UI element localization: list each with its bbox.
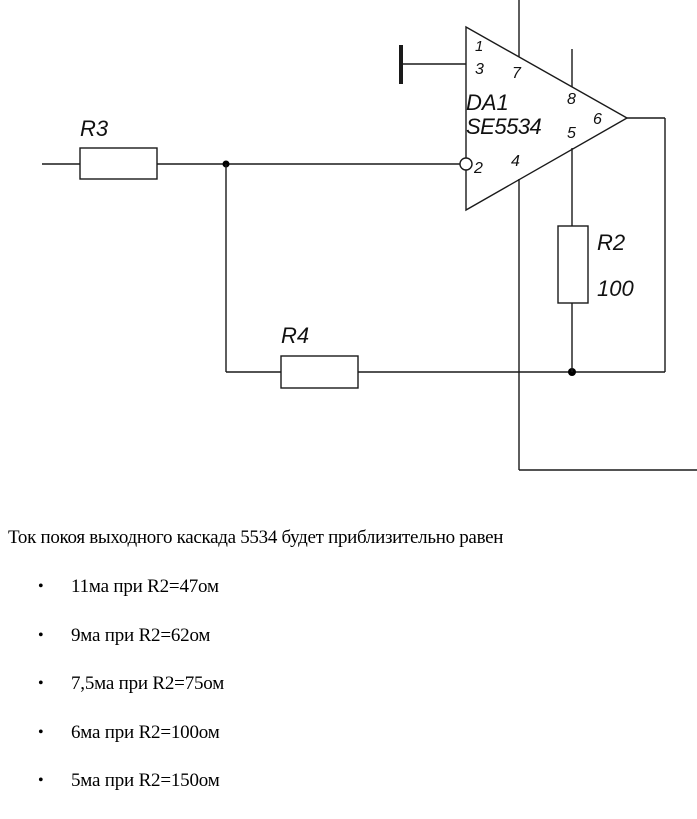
label-r4: R4 bbox=[281, 323, 309, 348]
opamp-symbol bbox=[465, 25, 629, 212]
label-pin3: 3 bbox=[475, 61, 484, 78]
list-item-text: 9ма при R2=62ом bbox=[71, 624, 211, 646]
list-item-text: 7,5ма при R2=75ом bbox=[71, 673, 225, 694]
list-item-text: 5ма при R2=150ом bbox=[71, 770, 220, 791]
label-pin4: 4 bbox=[511, 153, 520, 170]
label-opamp-part: SE5534 bbox=[466, 114, 542, 139]
label-pin1: 1 bbox=[475, 38, 483, 55]
bullet-icon: • bbox=[38, 675, 44, 692]
list-item-text: 11ма при R2=47ом bbox=[71, 576, 219, 597]
label-pin7: 7 bbox=[512, 65, 522, 82]
bullet-icon: • bbox=[38, 578, 44, 595]
circuit-schematic: R3 R4 R2 100 DA1 SE5534 1 3 7 8 6 5 2 4 bbox=[42, 0, 697, 471]
label-pin8: 8 bbox=[567, 91, 576, 108]
resistor-r2 bbox=[557, 225, 589, 304]
bullet-icon: • bbox=[38, 772, 44, 789]
label-r3: R3 bbox=[80, 116, 109, 141]
list-item-text: 6ма при R2=100ом bbox=[71, 721, 220, 743]
bullet-icon: • bbox=[38, 723, 44, 741]
intro-text: Ток покоя выходного каскада 5534 будет п… bbox=[8, 527, 504, 548]
inverting-input-circle bbox=[459, 157, 473, 171]
label-opamp-designator: DA1 bbox=[466, 90, 509, 115]
label-pin6: 6 bbox=[593, 111, 602, 128]
label-r2-value: 100 bbox=[597, 276, 634, 301]
resistor-r4 bbox=[280, 355, 359, 389]
bullet-icon: • bbox=[38, 626, 44, 644]
label-pin2: 2 bbox=[473, 160, 483, 177]
label-r2: R2 bbox=[597, 230, 625, 255]
label-pin5: 5 bbox=[567, 125, 576, 142]
resistor-r3 bbox=[79, 147, 158, 180]
